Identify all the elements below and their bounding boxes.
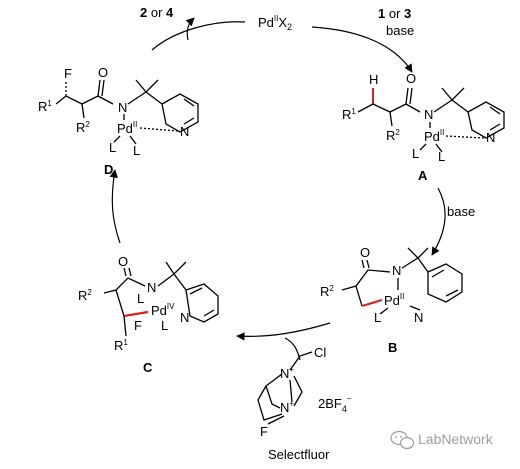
- compound-A: H R1 R2 O N PdII L L N A: [342, 71, 505, 183]
- watermark-text: LabNetwork: [418, 431, 494, 447]
- arrow-pd-to-A: [311, 26, 413, 73]
- svg-text:L: L: [374, 310, 381, 325]
- base-label-right: base: [447, 204, 475, 219]
- arrow-product-out: [185, 17, 195, 41]
- svg-text:R2: R2: [78, 288, 92, 303]
- svg-text:R2: R2: [386, 128, 400, 143]
- svg-text:PdIV: PdIV: [151, 302, 175, 318]
- product-label: 2 or 4: [140, 5, 174, 20]
- cycle-arrows: [109, 17, 446, 361]
- svg-text:N: N: [180, 124, 189, 139]
- svg-text:L: L: [161, 318, 168, 333]
- svg-text:PdII: PdII: [384, 292, 404, 308]
- svg-text:R2: R2: [320, 284, 334, 299]
- svg-text:F: F: [134, 318, 142, 333]
- compound-D: F R1 R2 O N PdII L L N D: [38, 65, 199, 177]
- svg-text:F: F: [260, 424, 268, 439]
- svg-text:O: O: [406, 71, 416, 86]
- svg-text:L: L: [109, 140, 116, 155]
- svg-text:N: N: [147, 280, 156, 295]
- base-label-top: base: [386, 23, 414, 38]
- svg-text:H: H: [369, 72, 378, 87]
- svg-text:N: N: [424, 107, 433, 122]
- pd-catalyst-label: PdIIX2: [258, 14, 292, 32]
- arrow-selectfluor-in: [284, 337, 301, 361]
- svg-text:D: D: [104, 162, 113, 177]
- svg-text:N: N: [118, 100, 127, 115]
- svg-text:Cl: Cl: [314, 345, 326, 360]
- arrow-B-to-C: [236, 322, 331, 341]
- svg-text:C: C: [143, 360, 153, 375]
- svg-text:A: A: [418, 168, 428, 183]
- svg-text:2BF4–: 2BF4–: [318, 394, 352, 414]
- svg-text:PdII: PdII: [424, 128, 444, 144]
- svg-text:N+: N+: [280, 399, 294, 415]
- substrate-label: 1 or 3: [378, 6, 411, 21]
- svg-text:N: N: [180, 310, 189, 325]
- compound-B: O R2 N PdII L N B: [320, 245, 463, 355]
- svg-text:N: N: [392, 263, 401, 278]
- svg-text:L: L: [133, 143, 140, 158]
- selectfluor-reagent: Cl N+ N+ F 2BF4– Selectfluor: [257, 345, 352, 462]
- svg-text:R1: R1: [114, 338, 128, 353]
- svg-text:L: L: [438, 149, 445, 164]
- arrow-A-to-B: [431, 187, 446, 256]
- svg-text:O: O: [98, 65, 108, 80]
- svg-text:N+: N+: [280, 365, 294, 381]
- svg-text:L: L: [137, 291, 144, 306]
- svg-text:PdII: PdII: [117, 120, 137, 136]
- svg-text:N: N: [414, 310, 423, 325]
- svg-text:L: L: [412, 146, 419, 161]
- svg-text:R1: R1: [38, 99, 52, 114]
- wechat-icon: [390, 430, 415, 450]
- svg-text:O: O: [118, 254, 128, 269]
- svg-text:N: N: [486, 130, 495, 145]
- svg-text:Selectfluor: Selectfluor: [268, 447, 330, 462]
- watermark: LabNetwork: [390, 430, 494, 450]
- svg-text:O: O: [360, 245, 370, 260]
- arrow-D-to-pd: [151, 21, 246, 51]
- svg-text:R2: R2: [76, 120, 90, 135]
- svg-text:R1: R1: [342, 107, 356, 122]
- arrow-C-to-D: [109, 169, 121, 244]
- compound-C: O R2 N L PdIV F L N R1 C: [78, 254, 219, 375]
- svg-text:B: B: [388, 340, 397, 355]
- svg-text:F: F: [64, 66, 72, 81]
